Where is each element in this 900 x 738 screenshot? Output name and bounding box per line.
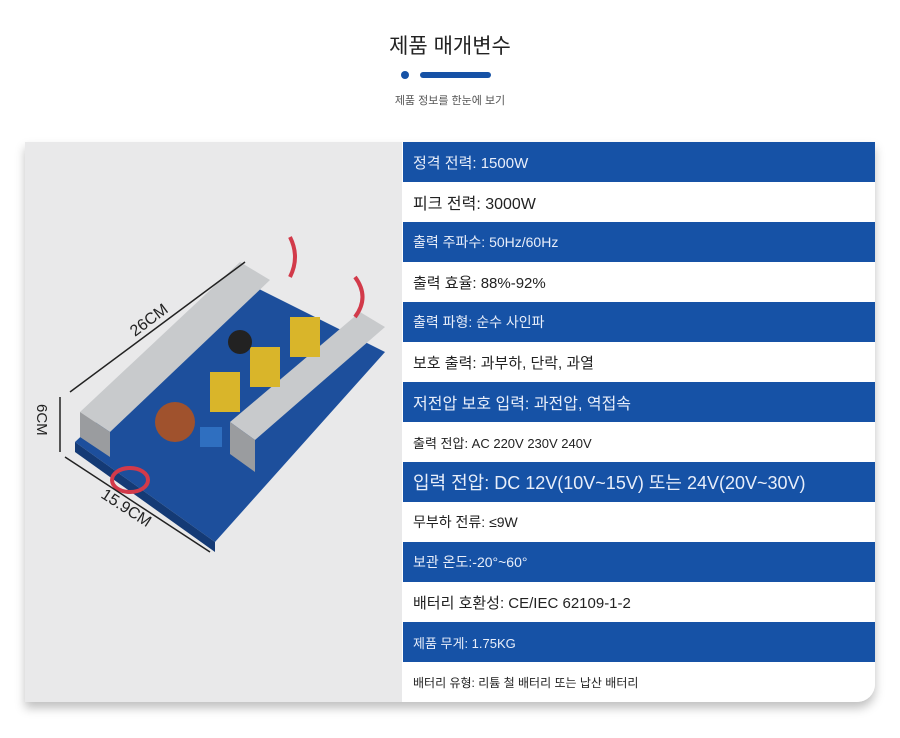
spec-text: 입력 전압: DC 12V(10V~15V) 또는 24V(20V~30V) (413, 473, 806, 493)
spec-row: 배터리 유형: 리튬 철 배터리 또는 납산 배터리 (403, 662, 875, 702)
spec-text: 피크 전력: 3000W (413, 196, 536, 213)
decor-dot (401, 71, 409, 79)
spec-row: 출력 전압: AC 220V 230V 240V (403, 422, 875, 462)
spec-text: 배터리 유형: 리튬 철 배터리 또는 납산 배터리 (413, 675, 639, 690)
decor-bar (420, 72, 491, 78)
spec-text: 출력 효율: 88%-92% (413, 274, 546, 292)
spec-row: 출력 주파수: 50Hz/60Hz (403, 222, 875, 262)
spec-row: 정격 전력: 1500W (403, 142, 875, 182)
spec-row: 무부하 전류: ≤9W (403, 502, 875, 542)
spec-row: 저전압 보호 입력: 과전압, 역접속 (403, 382, 875, 422)
page-title: 제품 매개변수 (389, 35, 511, 58)
spec-text: 무부하 전류: ≤9W (413, 514, 518, 530)
spec-list: 정격 전력: 1500W 피크 전력: 3000W 출력 주파수: 50Hz/60H… (403, 142, 875, 702)
spec-text: 출력 주파수: 50Hz/60Hz (413, 234, 559, 250)
spec-card: 26CM 6CM 15.9CM 정격 전력: 1500W 피크 전력: 3000W… (25, 142, 875, 702)
spec-row: 보호 출력: 과부하, 단락, 과열 (403, 342, 875, 382)
spec-row: 출력 파형: 순수 사인파 (403, 302, 875, 342)
spec-row: 피크 전력: 3000W (403, 182, 875, 222)
spec-row: 배터리 호환성: CE/IEC 62109-1-2 (403, 582, 875, 622)
spec-text: 저전압 보호 입력: 과전압, 역접속 (413, 396, 632, 413)
page-subtitle: 제품 정보를 한눈에 보기 (394, 95, 506, 107)
spec-row: 입력 전압: DC 12V(10V~15V) 또는 24V(20V~30V) (403, 462, 875, 502)
spec-text: 정격 전력: 1500W (413, 154, 529, 172)
spec-text: 보호 출력: 과부하, 단락, 과열 (413, 354, 594, 372)
spec-row: 제품 무게: 1.75KG (403, 622, 875, 662)
spec-row: 보관 온도:-20°~60° (403, 542, 875, 582)
product-image: 26CM 6CM 15.9CM (25, 142, 402, 702)
spec-text: 출력 파형: 순수 사인파 (413, 314, 545, 330)
dim-height-label: 6CM (33, 404, 50, 436)
spec-text: 출력 전압: AC 220V 230V 240V (413, 435, 592, 451)
spec-text: 배터리 호환성: CE/IEC 62109-1-2 (413, 594, 631, 612)
spec-text: 보관 온도:-20°~60° (413, 554, 528, 570)
spec-row: 출력 효율: 88%-92% (403, 262, 875, 302)
spec-text: 제품 무게: 1.75KG (413, 635, 516, 651)
